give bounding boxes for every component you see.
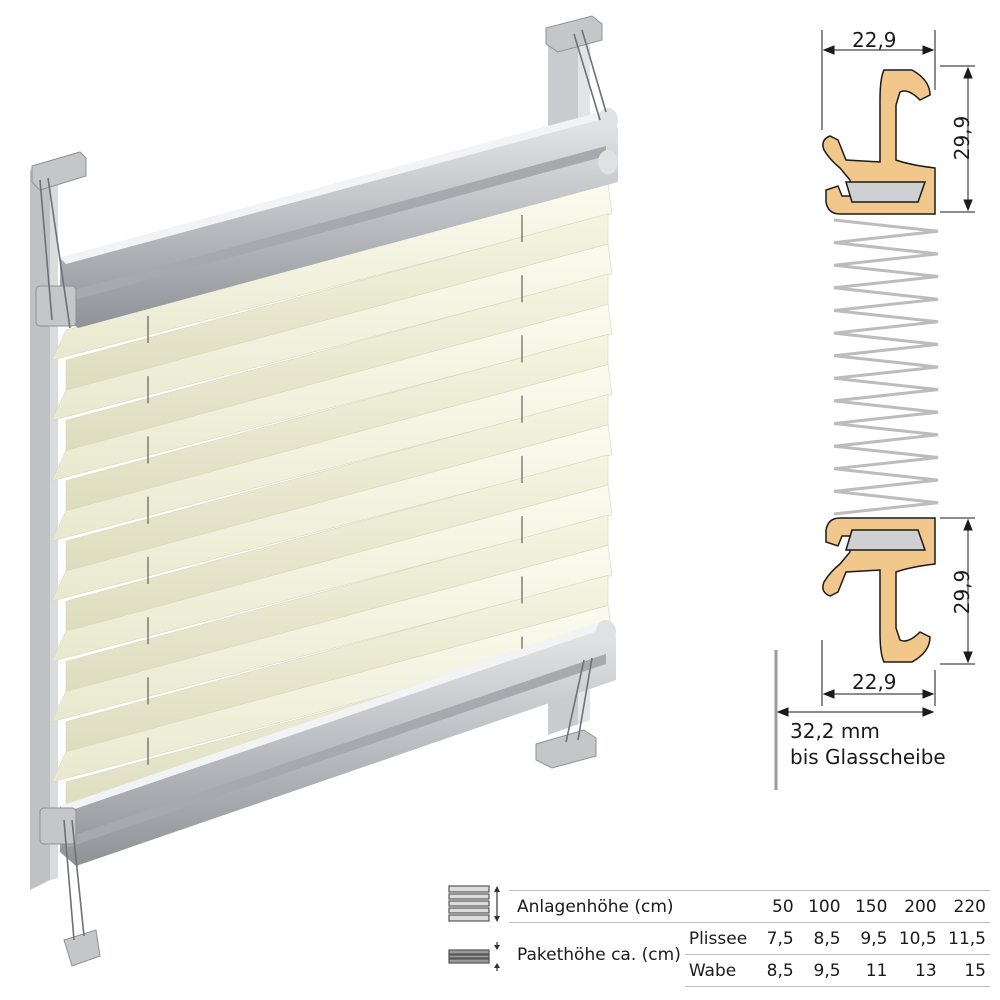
plissee-value: 8,5 (813, 928, 841, 949)
system-height-label: Anlagenhöhe (cm) (509, 890, 754, 923)
height-value: 200 (891, 890, 941, 923)
pleated-fabric (51, 183, 613, 813)
glass-distance-caption: bis Glasscheibe (790, 745, 946, 769)
wabe-value: 9,5 (797, 954, 845, 987)
profile-cross-section (774, 30, 975, 790)
spec-table: Anlagenhöhe (cm) 50 100 150 200 220 Pake… (509, 890, 990, 987)
wabe-value: 13 (891, 954, 941, 987)
pleat-zigzag (833, 218, 939, 516)
plissee-value: 7,5 (766, 928, 794, 949)
height-value: 220 (940, 890, 990, 923)
plissee-label: Plissee (688, 928, 748, 949)
height-value: 50 (753, 890, 798, 923)
wabe-value: 15 (940, 954, 990, 987)
bottom-right-bracket (535, 729, 597, 769)
compressed-pleat-icon (448, 942, 500, 971)
top-width-label: 22,9 (852, 28, 897, 52)
bottom-profile-section (822, 517, 936, 663)
package-height-table: Anlagenhöhe (cm) 50 100 150 200 220 Pake… (445, 878, 990, 996)
height-value: 150 (844, 890, 892, 923)
wabe-value: 11 (844, 954, 892, 987)
plissee-value: 10,5 (898, 928, 937, 949)
glass-distance-note: 32,2 mm bis Glasscheibe (790, 718, 946, 770)
top-rail (60, 108, 618, 328)
bottom-width-label: 22,9 (852, 670, 897, 694)
plissee-value: 9,5 (860, 928, 888, 949)
bottom-height-label: 29,9 (950, 569, 974, 615)
pleated-blind-illustration (30, 15, 618, 967)
wabe-label: Wabe (684, 954, 754, 987)
height-value: 100 (797, 890, 845, 923)
glass-distance-value: 32,2 mm (790, 719, 880, 743)
package-height-label: Pakethöhe ca. (cm) (517, 944, 681, 965)
left-frame-profile (30, 162, 50, 890)
tension-cords (39, 29, 607, 941)
wabe-value: 8,5 (753, 954, 798, 987)
bottom-rail (60, 620, 616, 866)
bottom-left-bracket (39, 807, 101, 967)
plissee-value: 11,5 (948, 928, 986, 949)
top-height-label: 29,9 (950, 115, 974, 161)
dimension-lines (776, 30, 975, 717)
top-profile-section (822, 69, 936, 215)
expanded-pleat-icon (448, 885, 500, 922)
